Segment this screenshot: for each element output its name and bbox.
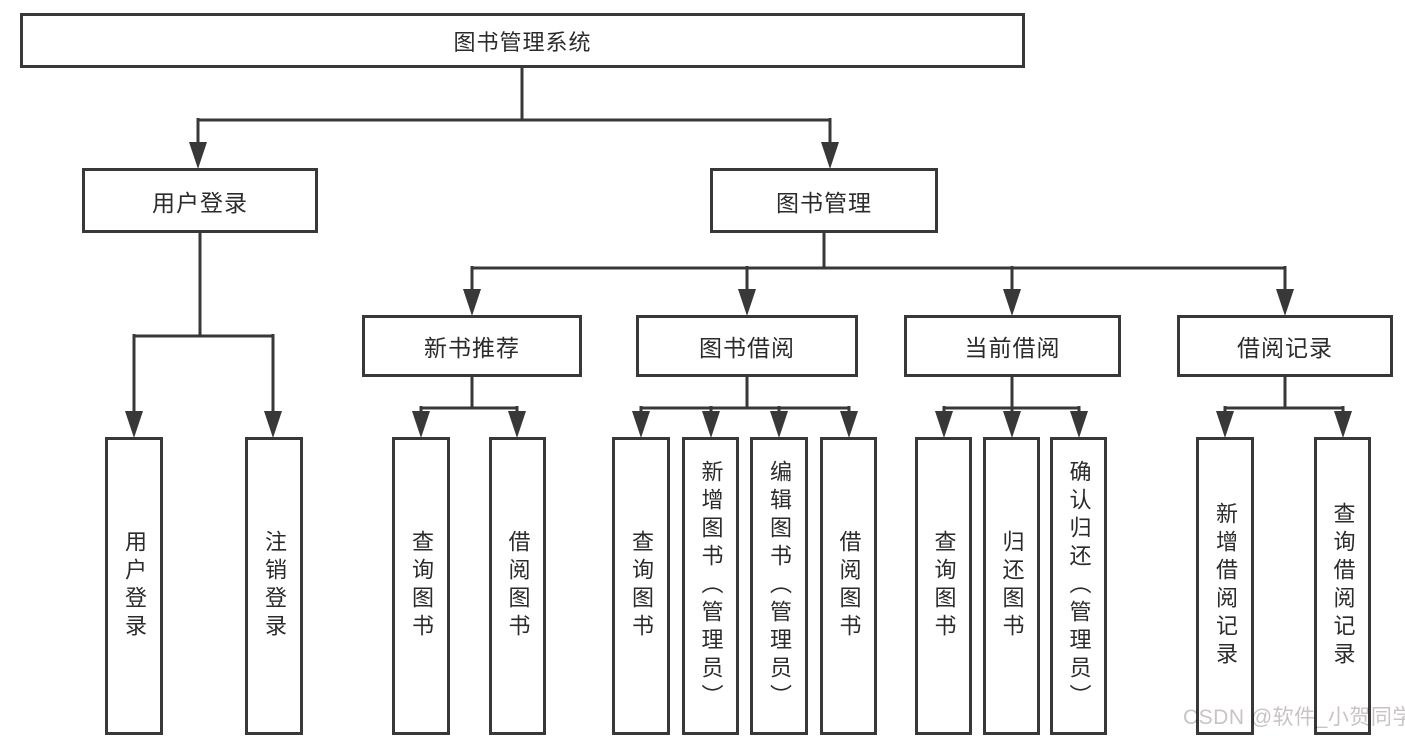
- leaf-cb-return-books: 归还图书: [983, 437, 1040, 735]
- leaf-label: 确认归还（管理员）: [1066, 460, 1092, 712]
- node-user-login: 用户登录: [82, 168, 318, 233]
- leaf-logout: 注销登录: [245, 437, 303, 735]
- arrowheads: [125, 142, 1352, 438]
- leaf-label: 查询借阅记录: [1330, 502, 1356, 670]
- leaf-label: 归还图书: [999, 530, 1025, 642]
- leaf-br-add-record: 新增借阅记录: [1196, 437, 1254, 735]
- leaf-label: 查询图书: [931, 530, 957, 642]
- edge-currentborrow-to-leaves: [942, 375, 1081, 414]
- leaf-bb-add-books-admin: 新增图书（管理员）: [682, 437, 739, 735]
- edge-userlogin-to-leaves: [132, 231, 275, 414]
- leaf-cb-confirm-return-admin: 确认归还（管理员）: [1050, 437, 1107, 735]
- node-book-borrow: 图书借阅: [636, 315, 858, 377]
- leaf-bb-edit-books-admin: 编辑图书（管理员）: [750, 437, 808, 735]
- node-book-management: 图书管理: [710, 168, 938, 233]
- edge-bookborrow-to-leaves: [639, 375, 851, 414]
- leaf-label: 注销登录: [262, 530, 287, 642]
- node-root: 图书管理系统: [20, 13, 1025, 68]
- edge-bookmgmt-to-level3: [470, 231, 1287, 292]
- node-new-book-recommend: 新书推荐: [362, 315, 582, 377]
- node-current-borrow: 当前借阅: [904, 315, 1121, 377]
- edge-root-to-level2: [196, 66, 832, 146]
- leaf-br-query-record: 查询借阅记录: [1314, 437, 1371, 735]
- leaf-label: 查询图书: [629, 530, 654, 642]
- leaf-label: 借阅图书: [505, 530, 531, 642]
- leaf-rec-borrow-books: 借阅图书: [489, 437, 546, 735]
- leaf-label: 用户登录: [122, 530, 147, 642]
- leaf-bb-borrow-books: 借阅图书: [820, 437, 877, 735]
- leaf-label: 新增图书（管理员）: [698, 460, 724, 712]
- edge-borrowrecords-to-leaves: [1223, 375, 1345, 414]
- edge-newbookrec-to-leaves: [419, 375, 519, 414]
- leaf-cb-query-books: 查询图书: [915, 437, 972, 735]
- leaf-rec-query-books: 查询图书: [392, 437, 450, 735]
- leaf-user-login: 用户登录: [105, 437, 163, 735]
- node-borrow-records: 借阅记录: [1177, 315, 1393, 377]
- watermark: CSDN @软件_小贺同学: [1183, 706, 1405, 729]
- leaf-label: 借阅图书: [836, 530, 862, 642]
- leaf-label: 编辑图书（管理员）: [767, 460, 792, 712]
- leaf-label: 查询图书: [409, 530, 434, 642]
- leaf-label: 新增借阅记录: [1213, 502, 1238, 670]
- leaf-bb-query-books: 查询图书: [612, 437, 670, 735]
